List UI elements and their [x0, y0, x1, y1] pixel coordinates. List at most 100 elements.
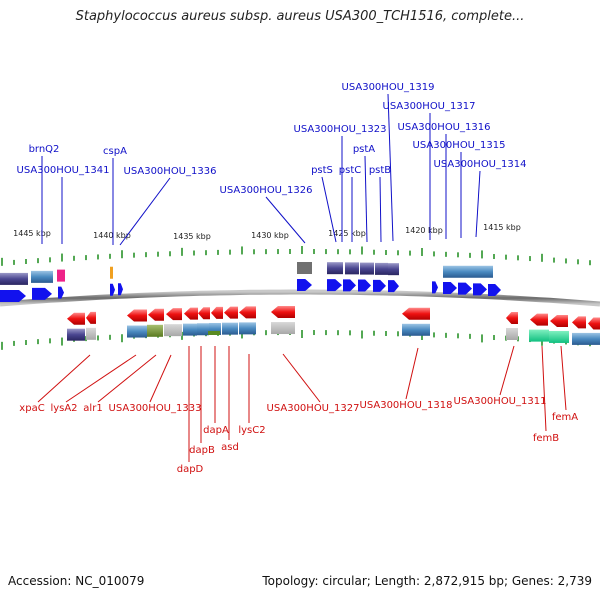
reverse-gene-arrow	[67, 312, 85, 325]
gene-label: pstC	[339, 165, 361, 176]
upper-feature-box	[327, 262, 343, 275]
gene-label: dapA	[203, 425, 229, 436]
lower-feature-box	[67, 328, 85, 341]
gene-labels: brnQ2USA300HOU_1341cspAUSA300HOU_1336USA…	[17, 82, 579, 475]
forward-gene-arrow	[343, 279, 356, 292]
scale-label: 1420 kbp	[405, 226, 443, 235]
leader-line	[379, 176, 382, 243]
leader-line	[364, 155, 368, 243]
gene-label: dapD	[177, 464, 204, 475]
reverse-gene-arrow	[198, 307, 210, 320]
gene-label: USA300HOU_1341	[17, 165, 110, 176]
reverse-gene-arrow	[86, 311, 96, 324]
reverse-gene-arrow	[530, 313, 548, 326]
gene-label: dapB	[189, 445, 215, 456]
lower-feature-box	[549, 330, 569, 343]
reverse-gene-arrow	[184, 307, 198, 320]
leader-line	[499, 345, 515, 396]
scale-label: 1445 kbp	[13, 229, 51, 238]
gene-label: USA300HOU_1327	[267, 403, 360, 414]
forward-gene-arrow	[110, 283, 115, 296]
reverse-gene-arrow	[127, 309, 147, 322]
leader-line	[560, 345, 567, 411]
reverse-gene-arrow	[148, 308, 164, 321]
upper-feature-box	[443, 265, 493, 278]
gene-features	[0, 262, 600, 345]
upper-feature-box	[388, 263, 399, 276]
lower-feature-box	[222, 322, 238, 335]
gene-label: USA300HOU_1317	[383, 101, 476, 112]
upper-feature-box	[297, 262, 312, 275]
forward-gene-arrow	[32, 287, 52, 300]
accession-text: Accession: NC_010079	[8, 574, 145, 588]
lower-feature-box	[239, 322, 256, 335]
upper-feature-box	[31, 270, 53, 283]
leader-line	[541, 345, 547, 432]
lower-feature-box	[197, 323, 209, 336]
lower-feature-box	[208, 330, 220, 335]
reverse-gene-arrow	[550, 314, 568, 327]
forward-gene-arrow	[297, 279, 312, 292]
gene-label: brnQ2	[29, 144, 60, 155]
topology-text: Topology: circular; Length: 2,872,915 bp…	[262, 574, 592, 588]
upper-feature-box	[110, 266, 113, 279]
leader-line	[119, 177, 171, 246]
upper-feature-box	[57, 269, 65, 282]
map-title: Staphylococcus aureus subsp. aureus USA3…	[75, 9, 525, 24]
forward-gene-arrow	[373, 279, 386, 292]
forward-gene-arrow	[443, 282, 457, 294]
gene-label: USA300HOU_1318	[360, 400, 453, 411]
gene-label: USA300HOU_1314	[434, 159, 527, 170]
lower-feature-box	[572, 332, 600, 345]
forward-gene-arrow	[358, 279, 371, 292]
upper-feature-box	[0, 272, 28, 285]
reverse-gene-arrow	[224, 306, 238, 319]
upper-feature-box	[345, 262, 359, 275]
reverse-gene-arrow	[588, 317, 600, 330]
lower-feature-box	[529, 329, 549, 342]
forward-gene-arrow	[458, 282, 472, 295]
gene-label: USA300HOU_1336	[124, 166, 217, 177]
gene-label: femA	[552, 412, 578, 423]
lower-feature-box	[506, 327, 518, 340]
forward-gene-arrow	[327, 279, 342, 292]
lower-feature-box	[86, 327, 96, 340]
gene-label: USA300HOU_1326	[220, 185, 313, 196]
gene-label: lysA2	[50, 403, 77, 414]
leader-line	[149, 354, 172, 403]
gene-label: pstS	[311, 165, 333, 176]
leader-line	[37, 354, 91, 403]
leader-line	[65, 354, 137, 403]
forward-gene-arrow	[488, 284, 501, 297]
reverse-gene-arrow	[402, 307, 430, 320]
leader-line	[97, 354, 157, 403]
gene-label: USA300HOU_1315	[413, 140, 506, 151]
upper-feature-box	[375, 262, 388, 275]
leader-line	[475, 170, 481, 238]
reverse-gene-arrow	[271, 306, 295, 319]
reverse-gene-arrow	[211, 306, 223, 319]
lower-feature-box	[183, 323, 197, 336]
forward-gene-arrow	[388, 280, 399, 293]
reverse-gene-arrow	[239, 306, 256, 319]
forward-gene-arrow	[0, 289, 26, 302]
backbone-line	[0, 289, 600, 307]
scale-label: 1425 kbp	[328, 229, 366, 238]
lower-feature-box	[271, 322, 295, 335]
gene-label: USA300HOU_1333	[109, 403, 202, 414]
lower-feature-box	[127, 325, 147, 338]
forward-gene-arrow	[58, 286, 64, 299]
forward-gene-arrow	[118, 283, 123, 296]
label-leaders	[37, 93, 567, 462]
leader-line	[321, 176, 337, 243]
forward-gene-arrow	[473, 283, 487, 296]
scale-label: 1440 kbp	[93, 231, 131, 240]
gene-label: lysC2	[238, 425, 265, 436]
leader-line	[387, 93, 394, 242]
scale-label: 1430 kbp	[251, 231, 289, 240]
reverse-gene-arrow	[506, 311, 518, 324]
upper-feature-box	[360, 262, 374, 275]
reverse-gene-arrow	[166, 308, 182, 321]
